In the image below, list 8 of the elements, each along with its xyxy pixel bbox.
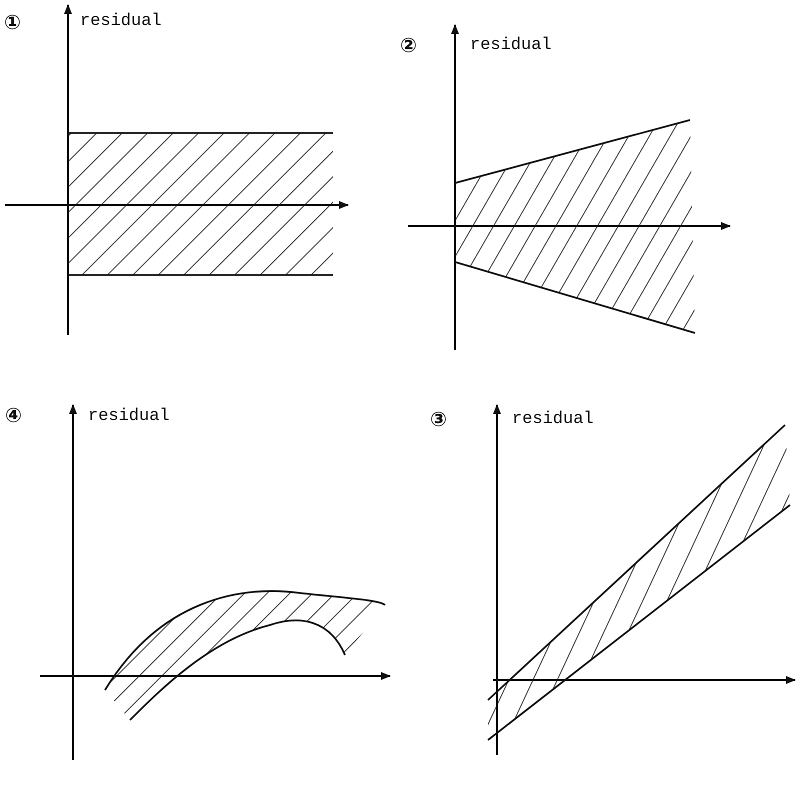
panel-number: ① (4, 12, 21, 32)
panel-number: ④ (5, 405, 22, 425)
panel-number: ② (400, 35, 417, 55)
axis-label: residual (80, 13, 162, 30)
axis-label: residual (512, 411, 594, 428)
axis-label: residual (88, 408, 170, 425)
axis-label: residual (470, 37, 552, 54)
panel-number: ③ (430, 409, 447, 429)
